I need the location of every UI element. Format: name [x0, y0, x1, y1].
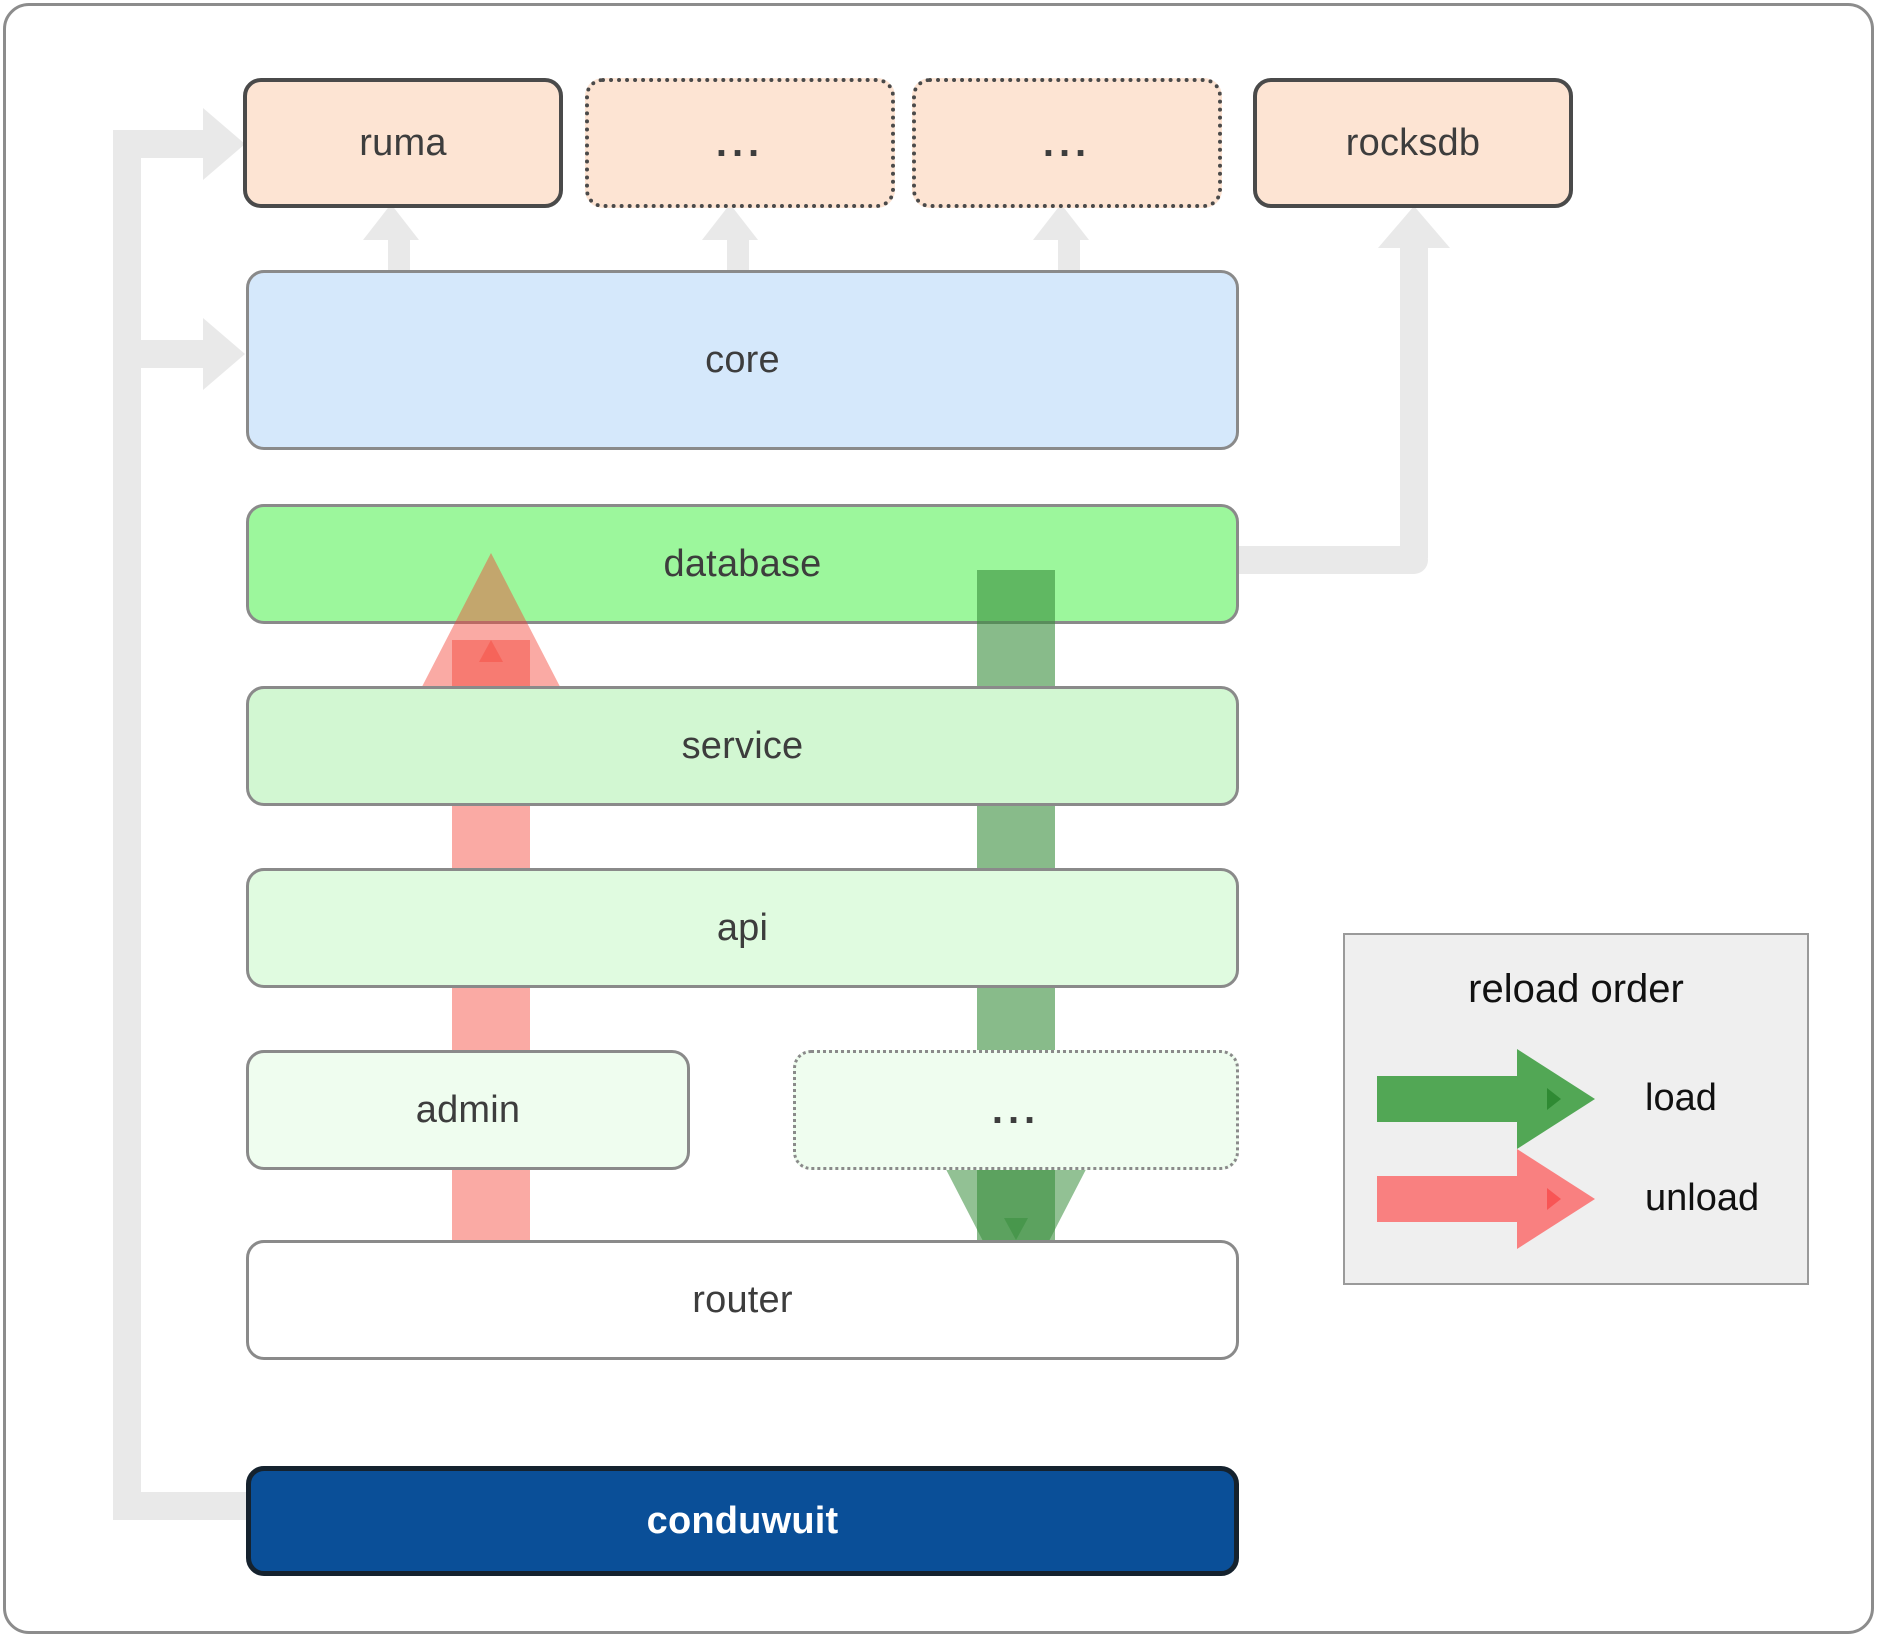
connector-conduwuit-trunk [113, 130, 141, 1520]
dependency-box-rocksdb[interactable]: rocksdb [1253, 78, 1573, 208]
layer-box-api[interactable]: api [246, 868, 1239, 988]
connector-database-to-rocksdb-v [1400, 248, 1428, 558]
dependency-box-ruma[interactable]: ruma [243, 78, 563, 208]
unload-arrow-notch [479, 640, 503, 662]
dependency-box-ellipsis-2[interactable]: ... [912, 78, 1222, 208]
legend-unload-notch [1547, 1188, 1561, 1210]
connector-core-to-ruma-shaft [388, 232, 410, 272]
unload-arrow-head [411, 553, 571, 708]
binary-box-conduwuit[interactable]: conduwuit [246, 1466, 1239, 1576]
legend-load-notch [1547, 1088, 1561, 1110]
connector-bus-to-core-arrow [203, 318, 245, 390]
dependency-label-ellipsis-2: ... [1042, 121, 1092, 165]
layer-label-admin: admin [415, 1088, 521, 1131]
layer-label-api: api [716, 906, 769, 949]
connector-database-to-rocksdb-h [1238, 546, 1428, 574]
connector-bus-to-ruma-arrow [203, 108, 245, 180]
legend-panel: reload order load unload [1343, 933, 1809, 1285]
layer-label-router: router [692, 1278, 793, 1321]
diagram-frame [3, 3, 1874, 1634]
connector-conduwuit-to-bus [113, 1492, 248, 1520]
layer-box-database[interactable]: database [246, 504, 1239, 624]
legend-unload-label: unload [1645, 1177, 1760, 1219]
legend-row-load: load [1345, 935, 1807, 1283]
legend-unload-shaft [1377, 1176, 1519, 1222]
layer-box-service[interactable]: service [246, 686, 1239, 806]
legend-row-unload: unload [1345, 935, 1807, 1283]
connector-database-to-rocksdb-arrow [1378, 206, 1450, 248]
connector-core-to-ruma-arrow [363, 204, 419, 240]
legend-load-shaft [1377, 1076, 1519, 1122]
layer-label-ellipsis: ... [991, 1088, 1041, 1132]
layer-label-service: service [681, 724, 804, 767]
binary-label-conduwuit: conduwuit [646, 1499, 839, 1542]
dependency-label-ellipsis-1: ... [715, 121, 765, 165]
layer-label-core: core [705, 338, 780, 381]
dependency-box-ellipsis-1[interactable]: ... [585, 78, 895, 208]
dependency-label-ruma: ruma [359, 121, 447, 164]
layer-box-ellipsis[interactable]: ... [793, 1050, 1239, 1170]
connector-core-to-dots1-shaft [727, 232, 749, 272]
legend-title: reload order [1468, 967, 1684, 1011]
connector-core-to-dots2-shaft [1058, 232, 1080, 272]
legend-load-label: load [1645, 1077, 1717, 1119]
layer-box-admin[interactable]: admin [246, 1050, 690, 1170]
layer-box-router[interactable]: router [246, 1240, 1239, 1360]
load-arrow-notch [1004, 1218, 1028, 1240]
connector-core-to-dots1-arrow [702, 204, 758, 240]
layer-label-database: database [663, 542, 822, 585]
layer-box-core[interactable]: core [246, 270, 1239, 450]
connector-core-to-dots2-arrow [1033, 204, 1089, 240]
dependency-label-rocksdb: rocksdb [1345, 121, 1481, 164]
